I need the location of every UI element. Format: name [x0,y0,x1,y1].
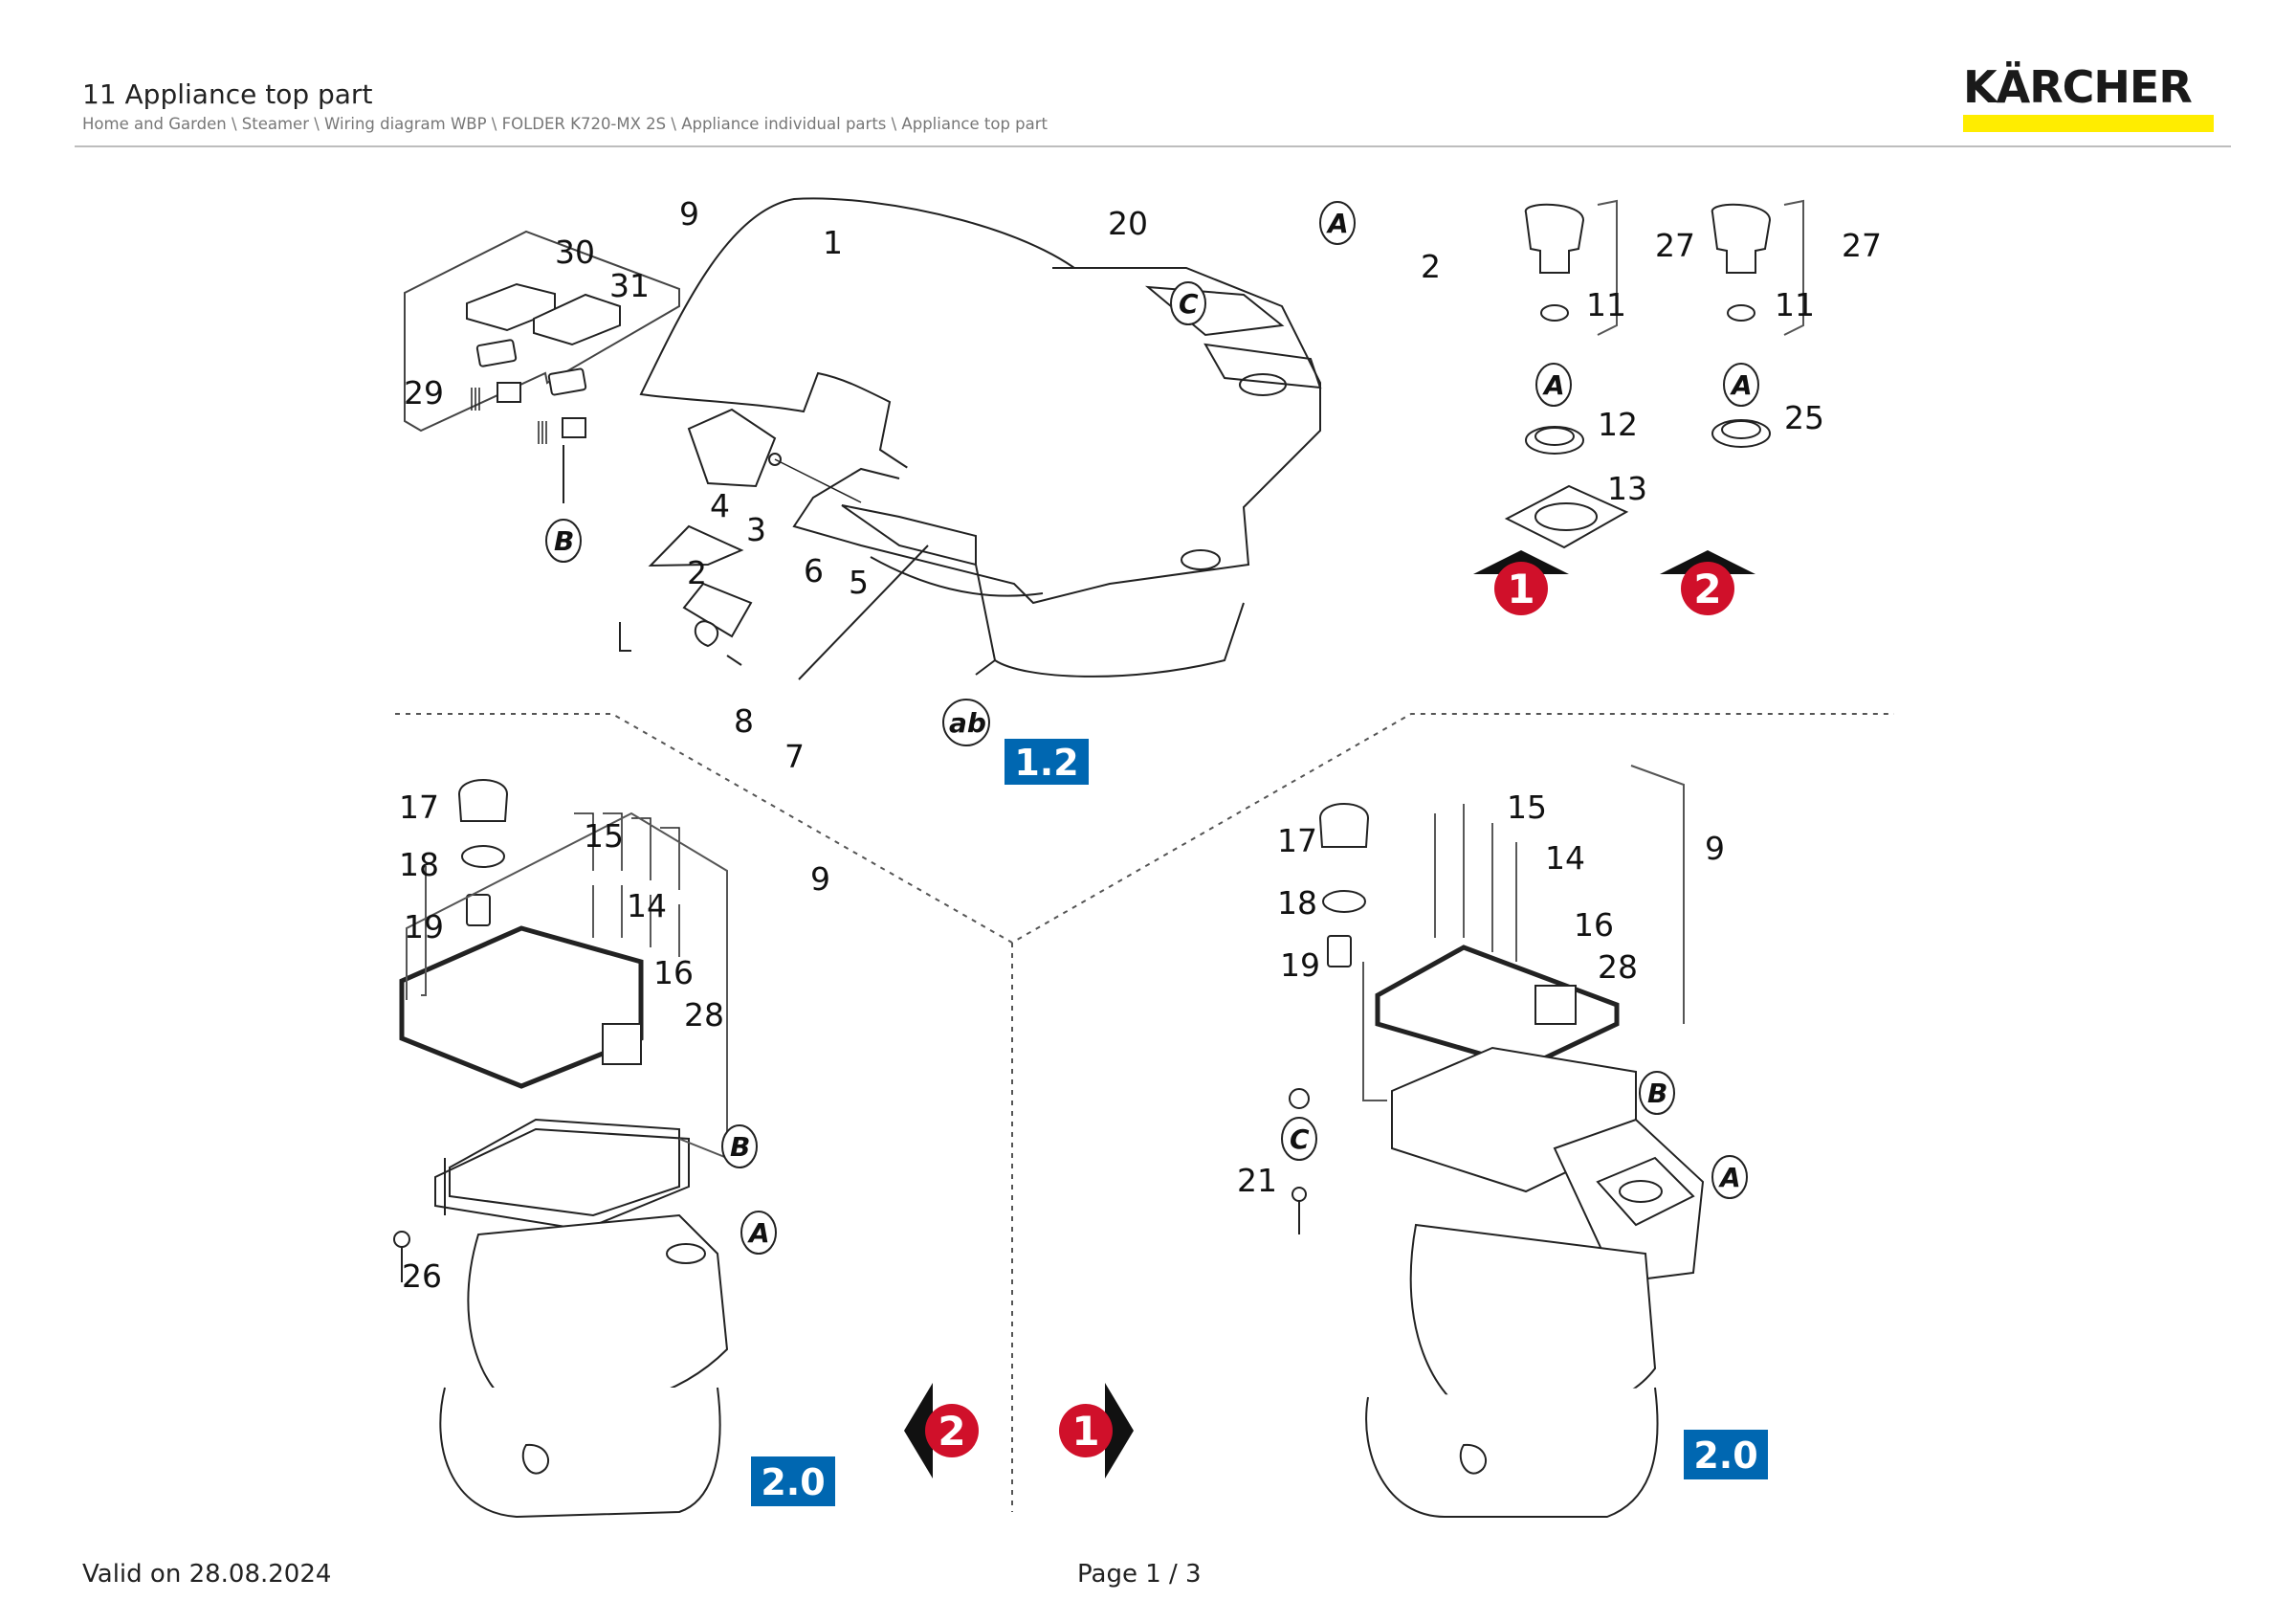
marker-C-top: C [1170,281,1206,325]
callout-9-right: 9 [1705,830,1725,867]
callout-25: 25 [1784,399,1824,436]
callout-31: 31 [609,267,650,304]
page-title: 11 Appliance top part [82,78,373,110]
callout-7: 7 [784,738,805,775]
callout-18-right: 18 [1277,884,1317,922]
reference-boxes: 1.2 2.0 2.0 [751,739,1768,1506]
callout-2: 2 [1421,248,1441,285]
callout-19-right: 19 [1280,946,1320,984]
ref-box-1-2: 1.2 [1004,739,1089,785]
callout-14-right: 14 [1545,839,1585,877]
navigation-markers: 1 2 2 1 [904,550,1755,1478]
svg-text:2: 2 [938,1408,965,1455]
svg-text:C: C [1290,1123,1310,1155]
callout-17-right: 17 [1277,822,1317,859]
marker-ab: ab [942,699,990,746]
svg-text:2.0: 2.0 [761,1461,825,1503]
page-header: 11 Appliance top part Home and Garden \ … [82,78,1048,133]
callout-14: 14 [627,887,667,924]
svg-text:ab: ab [949,707,986,739]
svg-text:1.2: 1.2 [1014,742,1078,784]
callout-11b: 11 [1775,286,1815,323]
marker-B-top: B [545,519,582,563]
marker-B-right: B [1639,1071,1675,1115]
svg-text:B: B [730,1131,750,1163]
callout-4: 4 [710,487,730,524]
brand-logo: KÄRCHER [1963,65,2214,132]
svg-text:C: C [1179,288,1199,320]
svg-text:1: 1 [1071,1408,1099,1455]
callout-13: 13 [1607,470,1647,507]
marker-A-top: A [1319,201,1356,245]
svg-text:A: A [747,1217,770,1249]
callout-12: 12 [1598,406,1638,443]
callout-18: 18 [399,846,439,883]
callout-20: 20 [1108,205,1148,242]
marker-A-left: A [740,1211,777,1255]
nav-marker-2-up: 2 [1660,550,1755,615]
callout-17: 17 [399,789,439,826]
appliance-cover [619,197,1322,680]
callout-19: 19 [404,908,444,945]
svg-text:2.0: 2.0 [1693,1434,1757,1477]
callout-28-right: 28 [1598,948,1638,986]
lower-assembly-left [393,779,729,1519]
nav-marker-1-up: 1 [1473,550,1569,615]
callout-27b: 27 [1842,227,1882,264]
page-number: Page 1 / 3 [1077,1560,1202,1589]
letter-markers: A C B ab A A B A [545,201,1759,1255]
callout-9-left: 9 [810,860,830,898]
breadcrumb: Home and Garden \ Steamer \ Wiring diagr… [82,114,1048,133]
header-divider [75,145,2231,147]
lower-assembly-right [1289,765,1705,1518]
section-dividers [395,713,1894,1512]
callout-15: 15 [584,817,624,855]
marker-B-left: B [721,1124,758,1168]
switch-assembly [404,230,680,503]
svg-text:A: A [1730,369,1753,401]
svg-text:B: B [1647,1078,1667,1109]
valve-assembly-1 [1504,199,1629,549]
callout-29: 29 [404,374,444,411]
svg-text:2: 2 [1693,566,1721,612]
callout-5: 5 [849,564,869,601]
exploded-parts-diagram: 9 30 31 29 1 20 2 4 3 2 6 5 8 7 27 11 12… [393,195,1894,1519]
part-numbers: 9 30 31 29 1 20 2 4 3 2 6 5 8 7 27 11 12… [399,195,1882,1295]
svg-text:A: A [1718,1162,1741,1193]
callout-8: 8 [734,702,754,740]
callout-11: 11 [1586,286,1626,323]
callout-2b: 2 [687,554,707,591]
svg-text:B: B [554,525,574,557]
marker-C-right: C [1281,1117,1317,1161]
callout-16: 16 [653,954,694,991]
callout-16-right: 16 [1574,906,1614,944]
callout-9: 9 [679,195,699,233]
marker-A-valve2: A [1723,363,1759,407]
callout-15-right: 15 [1507,789,1547,826]
callout-26: 26 [402,1257,442,1295]
callout-27: 27 [1655,227,1695,264]
callout-1: 1 [823,224,843,261]
svg-text:A: A [1326,208,1349,239]
ref-box-2-0-left: 2.0 [751,1456,835,1506]
marker-A-valve1: A [1535,363,1572,407]
svg-text:A: A [1542,369,1565,401]
logo-text: KÄRCHER [1963,61,2193,113]
callout-6: 6 [804,552,824,589]
logo-yellow-bar [1963,115,2214,132]
callout-21: 21 [1237,1162,1277,1199]
svg-text:1: 1 [1507,566,1534,612]
nav-marker-2-left: 2 [904,1383,979,1478]
callout-28: 28 [684,996,724,1034]
ref-box-2-0-right: 2.0 [1684,1430,1768,1479]
marker-A-right: A [1711,1155,1748,1199]
nav-marker-1-right: 1 [1059,1383,1134,1478]
callout-3: 3 [746,511,766,548]
validity-date: Valid on 28.08.2024 [82,1560,332,1589]
valve-assembly-2 [1711,199,1804,448]
callout-30: 30 [555,233,595,271]
